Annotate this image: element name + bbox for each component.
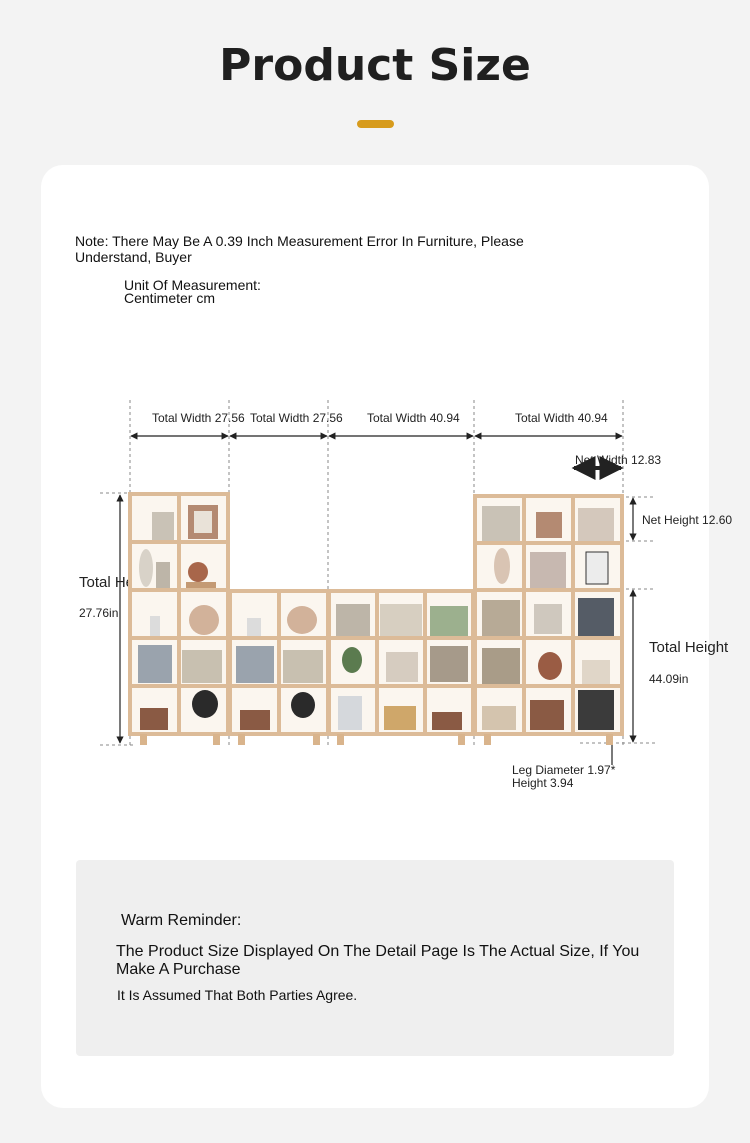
reminder-title: Warm Reminder: (121, 912, 242, 929)
net-height-label: Net Height 12.60 (642, 513, 732, 527)
unit-value: Centimeter cm (124, 290, 216, 306)
title-accent-bar (357, 120, 394, 128)
width-arrows (130, 432, 624, 480)
bookshelf-diagram: Total Width 27.56 Total Width 27.56 Tota… (79, 400, 732, 790)
reminder-text-2: It Is Assumed That Both Parties Agree. (117, 987, 358, 1003)
leg-diameter-label: Leg Diameter 1.97* (512, 763, 616, 777)
height-arrows (116, 494, 637, 765)
width-label-2: Total Width 27.56 (250, 411, 343, 425)
reminder-box (76, 860, 674, 1056)
left-height-value: 27.76in (79, 606, 118, 620)
leg-height-label: Height 3.94 (512, 776, 574, 790)
width-label-1: Total Width 27.56 (152, 411, 245, 425)
unit-label: Unit Of Measurement: (124, 277, 261, 293)
net-width-label: Net Width 12.83 (575, 453, 661, 467)
measurement-note: Note: There May Be A 0.39 Inch Measureme… (75, 233, 524, 265)
page-title: Product Size (219, 40, 531, 91)
width-label-3: Total Width 40.94 (367, 411, 460, 425)
reminder-text-1: The Product Size Displayed On The Detail… (116, 943, 640, 978)
shelf-legs (140, 734, 613, 745)
shelf-decor (138, 505, 614, 730)
width-label-4: Total Width 40.94 (515, 411, 608, 425)
right-height-value: 44.09in (649, 672, 688, 686)
right-height-label: Total Height (649, 639, 729, 656)
guide-lines (100, 400, 655, 746)
